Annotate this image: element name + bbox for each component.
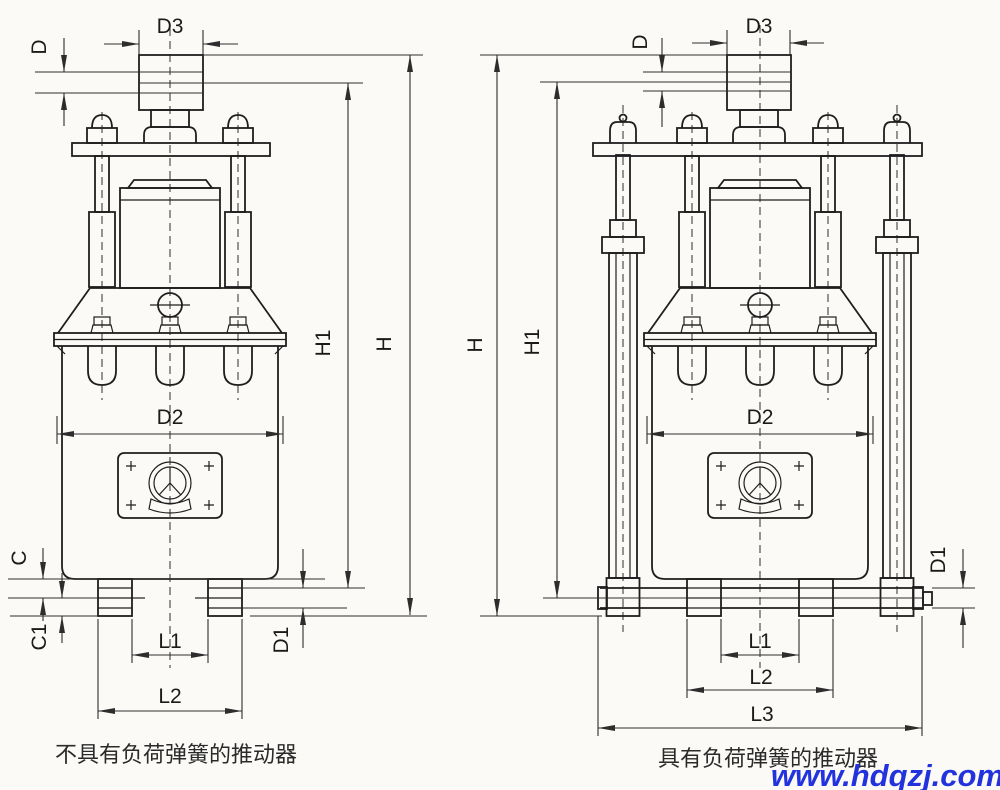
dim-label-h1-left: H1 bbox=[312, 330, 335, 357]
left-centerlines bbox=[101, 28, 239, 668]
left-piston-rod-eye bbox=[138, 54, 204, 144]
load-spring-assemblies bbox=[597, 154, 933, 617]
dim-label-d3-right: D3 bbox=[746, 15, 773, 38]
right-piston-rod-eye bbox=[726, 54, 792, 144]
right-centerlines bbox=[622, 25, 898, 668]
bottom-cross-pin bbox=[600, 587, 923, 609]
left-motor-housing bbox=[119, 179, 221, 289]
dim-label-d1-left: D1 bbox=[270, 627, 293, 654]
dim-label-c-left: C bbox=[8, 550, 31, 565]
dim-label-h-right: H bbox=[464, 337, 487, 352]
left-top-flange bbox=[71, 114, 271, 288]
dim-label-h-left: H bbox=[373, 336, 396, 351]
right-thruster-figure: D3 D H H1 D2 D1 L1 L2 L3 bbox=[464, 15, 975, 736]
dim-label-l3-right: L3 bbox=[750, 703, 773, 726]
website-watermark-link[interactable]: www.hdqzj.com bbox=[771, 758, 1000, 790]
dim-label-l1-right: L1 bbox=[748, 630, 771, 653]
left-thruster-figure: D3 D H H1 D2 C C1 D1 L1 L2 bbox=[8, 15, 427, 719]
right-figure-caption: 具有负荷弹簧的推动器 bbox=[658, 746, 878, 771]
dim-label-d3-left: D3 bbox=[157, 15, 184, 38]
left-figure-caption: 不具有负荷弹簧的推动器 bbox=[55, 742, 297, 767]
left-filler-plug bbox=[149, 292, 191, 318]
dim-label-l1-left: L1 bbox=[158, 630, 181, 653]
right-dimensions bbox=[480, 30, 975, 736]
dim-label-l2-right: L2 bbox=[749, 666, 772, 689]
dim-label-h1-right: H1 bbox=[521, 329, 544, 356]
dim-label-d-left: D bbox=[28, 39, 51, 54]
dim-label-d2-right: D2 bbox=[747, 406, 774, 429]
dim-label-c1-left: C1 bbox=[28, 624, 51, 651]
dim-label-l2-left: L2 bbox=[158, 685, 181, 708]
dim-label-d-right: D bbox=[629, 34, 652, 49]
left-dimensions bbox=[8, 30, 427, 719]
right-top-flange bbox=[592, 113, 923, 288]
left-mounting-lugs bbox=[97, 578, 243, 617]
dim-label-d2-left: D2 bbox=[157, 406, 184, 429]
dim-label-d1-right: D1 bbox=[927, 547, 950, 574]
